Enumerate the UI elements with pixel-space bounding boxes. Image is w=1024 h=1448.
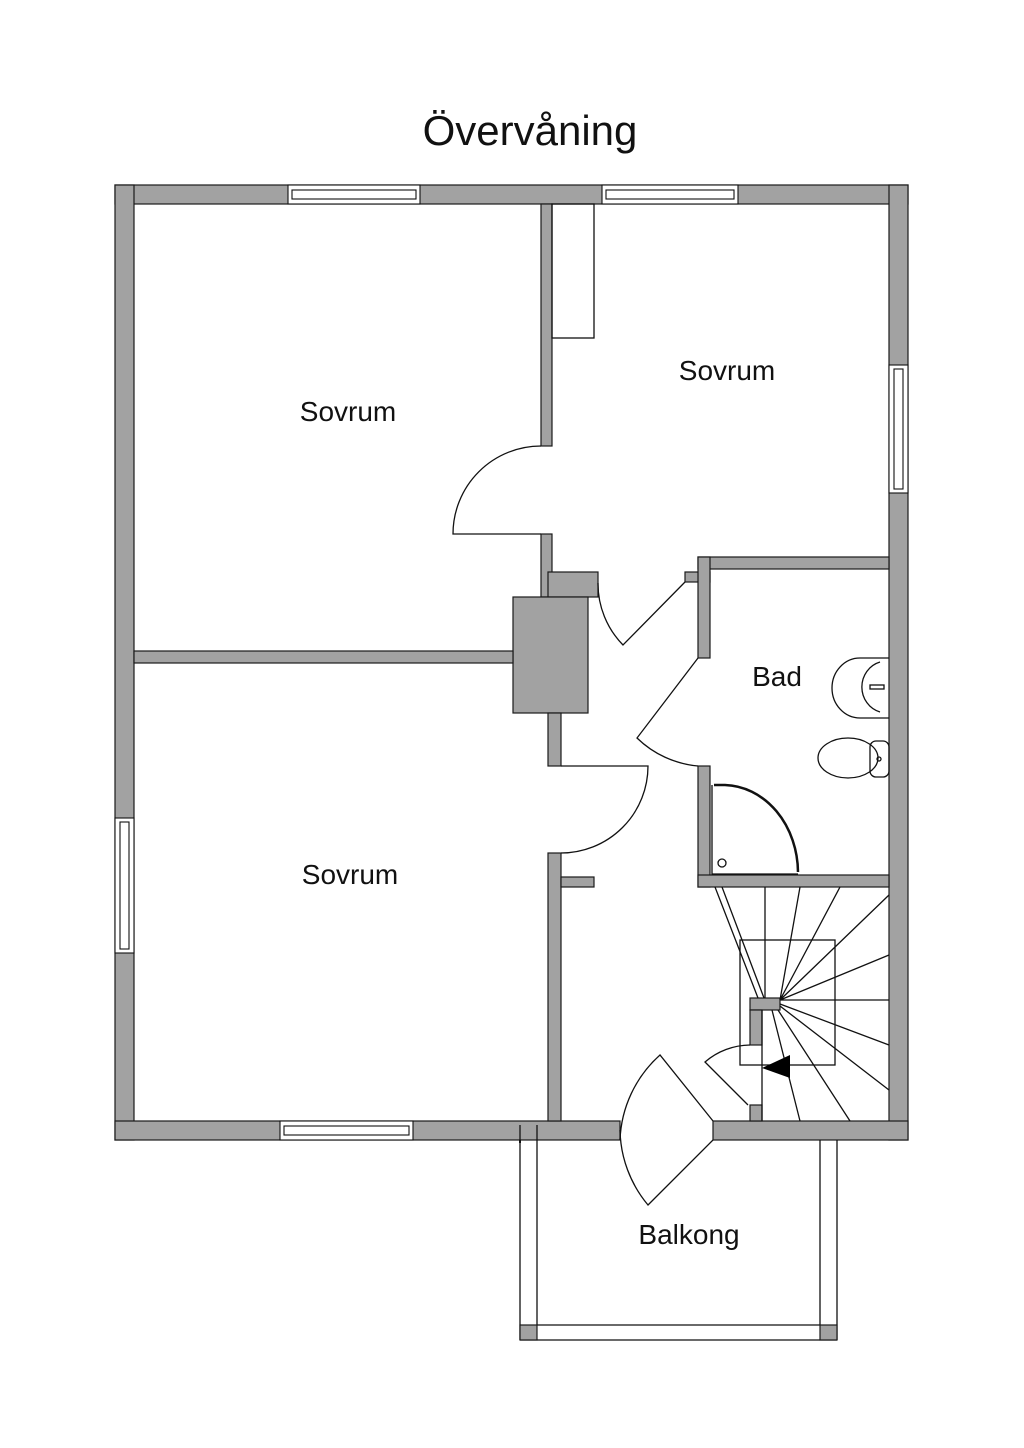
sink-icon xyxy=(831,657,889,719)
room-label-bedroom-top-right: Sovrum xyxy=(679,355,775,386)
balcony-frame xyxy=(519,1140,838,1341)
windows xyxy=(114,184,909,1141)
window-right xyxy=(888,364,909,494)
room-label-bathroom: Bad xyxy=(752,661,802,692)
door-bedroom-bottom-left[interactable] xyxy=(560,765,649,854)
shower-icon xyxy=(711,783,800,875)
room-label-bedroom-top-left: Sovrum xyxy=(300,396,396,427)
window-bottom xyxy=(279,1120,414,1141)
window-top-right xyxy=(601,184,739,205)
chimney xyxy=(512,596,589,714)
toilet-icon xyxy=(817,737,890,779)
room-label-balcony: Balkong xyxy=(638,1219,739,1250)
room-label-bedroom-bottom-left: Sovrum xyxy=(302,859,398,890)
stair-direction-arrow-icon xyxy=(762,1055,790,1078)
door-stair-closet[interactable] xyxy=(704,1044,751,1106)
interior-walls xyxy=(133,203,890,1122)
door-bedroom-top-right[interactable] xyxy=(597,581,686,646)
closet xyxy=(551,203,595,339)
staircase xyxy=(714,886,890,1122)
door-bedroom-top-left[interactable] xyxy=(452,445,542,535)
window-top-left xyxy=(287,184,421,205)
window-left xyxy=(114,817,135,954)
plan-title: Övervåning xyxy=(423,107,638,154)
door-balcony[interactable] xyxy=(619,1054,714,1206)
door-bathroom[interactable] xyxy=(636,657,699,767)
